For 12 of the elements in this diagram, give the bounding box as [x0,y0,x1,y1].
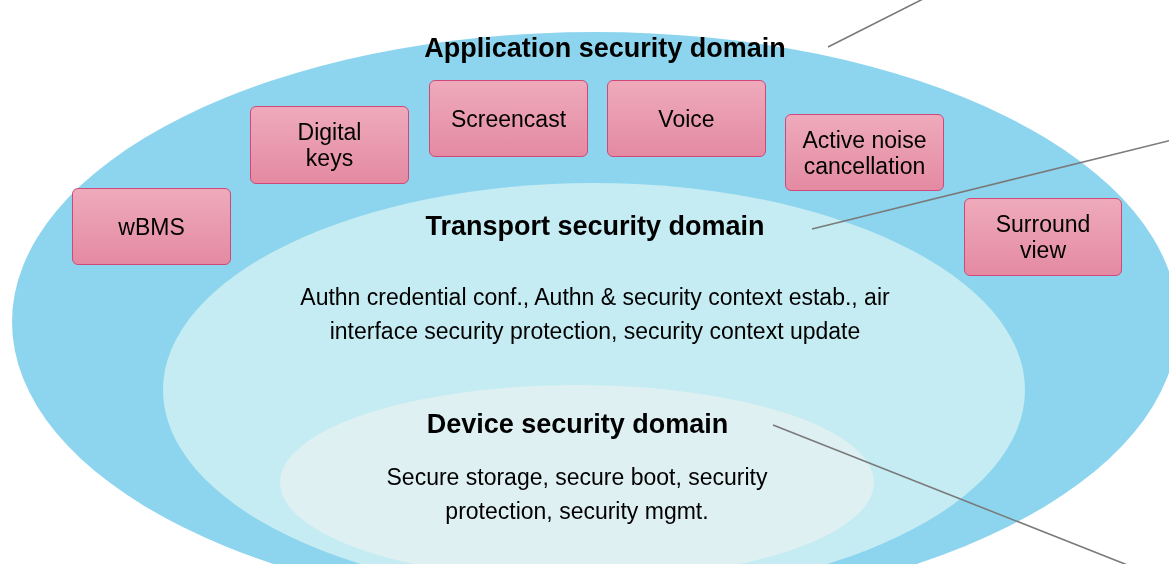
feature-box: wBMS [72,188,231,265]
feature-box: Screencast [429,80,588,157]
feature-box: Voice [607,80,766,157]
domain-description: Authn credential conf., Authn & security context estab., air interface security protection, security context update [299,283,891,346]
feature-box: Surround view [964,198,1122,276]
feature-box: Active noise cancellation [785,114,944,191]
domain-description: Secure storage, secure boot, security protection, security mgmt. [385,463,769,526]
domain-title: Device security domain [425,408,730,441]
domain-title: Application security domain [423,32,787,65]
feature-box: Digital keys [250,106,409,184]
domain-title: Transport security domain [424,210,766,243]
leader-line [811,139,1169,230]
